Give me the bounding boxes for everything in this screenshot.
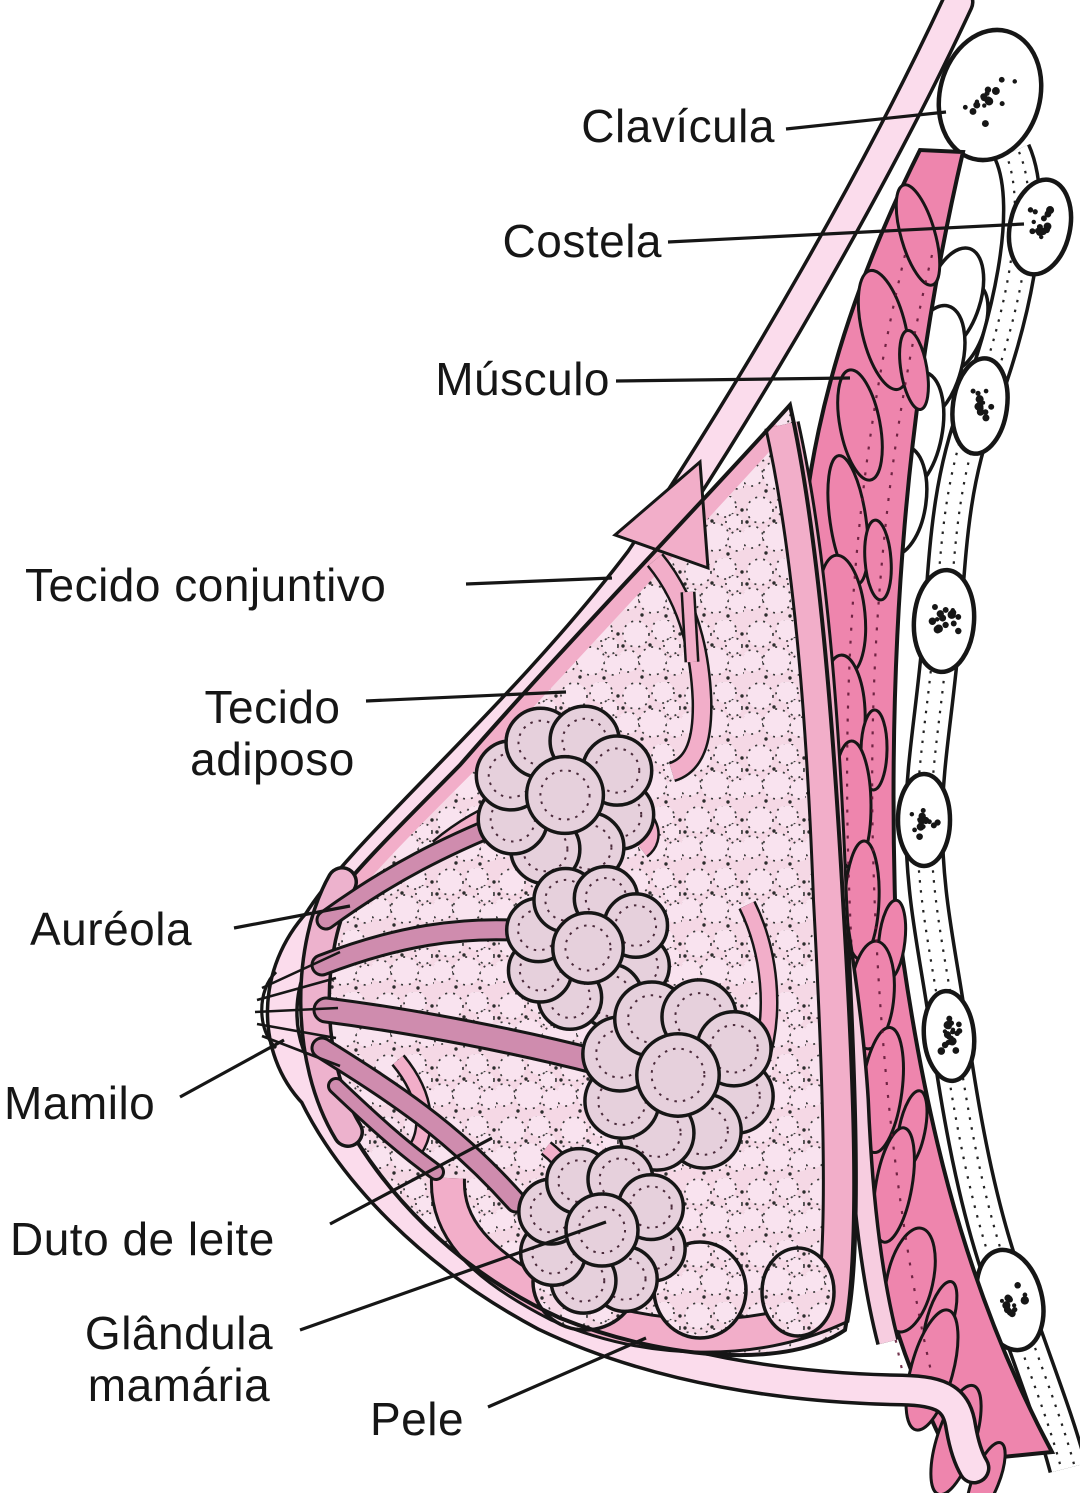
muscle-fiber (894, 183, 942, 287)
leader-tecido-adiposo (365, 690, 567, 703)
leader-costela (667, 222, 1025, 244)
leader-musculo (615, 376, 851, 383)
leader-pele (487, 1336, 647, 1409)
leader-mamilo (179, 1038, 285, 1099)
gland-lobule-stipple (709, 1024, 759, 1074)
bone-speckle (937, 1015, 963, 1055)
skin-layer (265, 0, 991, 1485)
muscle-fiber (856, 268, 912, 392)
leader-glandula-mamaria (299, 1220, 607, 1332)
gland-lobule (524, 754, 606, 836)
muscle-fiber (836, 368, 884, 482)
gland-cluster (581, 978, 775, 1172)
gland-lobule-stipple (603, 1257, 647, 1301)
label-pele: Pele (370, 1393, 465, 1445)
bone-speckle (999, 1282, 1029, 1318)
bone-speckle (909, 807, 941, 840)
mammary-glands (474, 704, 775, 1315)
bone-speckle (962, 76, 1018, 128)
leader-aureola (233, 904, 351, 930)
label-tecido-conjuntivo: Tecido conjuntivo (25, 559, 387, 611)
gland-lobule-stipple (561, 1259, 606, 1303)
muscle-fiber (872, 1126, 916, 1244)
leader-clavicula (785, 110, 947, 131)
milk-ducts (310, 811, 612, 1214)
bone-speckle (1027, 206, 1055, 240)
bone-speckle (970, 388, 995, 422)
label-duto-de-leite: Duto de leite (10, 1213, 275, 1265)
muscle-fiber (898, 328, 930, 412)
gland-lobule-stipple (564, 924, 612, 972)
gland-lobule (551, 911, 625, 985)
label-glandula-mamaria: Glândula mamária (84, 1307, 274, 1411)
gland-lobule-stipple (630, 1226, 675, 1271)
label-mamilo: Mamilo (4, 1077, 156, 1129)
breast-outline (302, 400, 857, 1358)
leader-duto-de-leite (329, 1136, 493, 1226)
label-aureola: Auréola (30, 903, 193, 955)
gland-lobule-stipple (539, 769, 591, 821)
gland-lobule-stipple (614, 904, 658, 947)
label-musculo: Músculo (435, 353, 610, 405)
gland-lobule (635, 1032, 721, 1118)
clavicle-bone (936, 27, 1044, 163)
gland-cluster (474, 704, 656, 886)
leader-tecido-conjuntivo (465, 576, 613, 586)
label-costela: Costela (502, 215, 662, 267)
bone-speckle (928, 604, 962, 635)
gland-lobule-stipple (629, 1185, 673, 1229)
gland-lobule (564, 1192, 640, 1268)
gland-lobule-stipple (577, 1205, 627, 1255)
leader-lines (179, 110, 1025, 1409)
label-clavicula: Clavícula (581, 100, 775, 152)
nipple (254, 950, 341, 1068)
muscle-fiber (883, 1226, 937, 1334)
muscle-fibers (816, 183, 1007, 1493)
muscle-fiber (863, 518, 893, 602)
gland-lobule-stipple (650, 1047, 706, 1103)
label-tecido-adiposo: Tecido adiposo (190, 681, 355, 785)
